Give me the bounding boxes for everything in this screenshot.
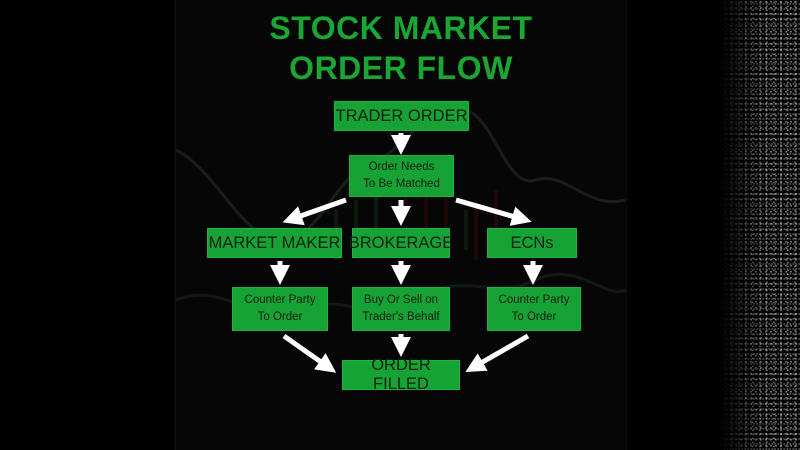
node-label: TRADER ORDER: [335, 106, 468, 125]
node-ecn-counter-party: Counter Party To Order: [487, 287, 581, 331]
node-label: ECNs: [510, 233, 554, 252]
node-label: MARKET MAKER: [208, 233, 341, 252]
node-order-needs-matched: Order Needs To Be Matched: [349, 155, 454, 197]
node-brokerage: BROKERAGE: [349, 228, 453, 258]
arrow-mm-counter-to-filled: [282, 333, 337, 373]
node-label-line-1: Counter Party: [244, 294, 316, 306]
node-market-maker: MARKET MAKER: [207, 228, 342, 258]
node-label-line-1: Counter Party: [498, 294, 570, 306]
title-line-2: ORDER FLOW: [289, 50, 513, 86]
noise-texture: [720, 0, 800, 450]
node-label-line-2: To Order: [257, 311, 303, 323]
node-order-filled: ORDER FILLED: [342, 356, 460, 393]
node-label-line-1: Buy Or Sell on: [363, 294, 439, 306]
node-label-line-1: Order Needs: [368, 161, 435, 173]
node-label: ORDER FILLED: [371, 356, 431, 393]
node-label-line-2: Trader's Behalf: [362, 311, 440, 323]
node-label-line-2: To Order: [511, 311, 557, 323]
node-trader-order: TRADER ORDER: [334, 101, 469, 131]
node-ecns: ECNs: [487, 228, 577, 258]
node-label-line-2: To Be Matched: [363, 178, 440, 190]
arrow-ecn-counter-to-filled: [465, 333, 530, 372]
arrow-match-to-market-maker: [282, 197, 347, 226]
arrows-layer: [270, 133, 543, 373]
arrow-match-to-ecns: [455, 197, 532, 226]
node-buy-or-sell: Buy Or Sell on Trader's Behalf: [352, 287, 450, 331]
node-mm-counter-party: Counter Party To Order: [232, 287, 328, 331]
title-line-1: STOCK MARKET: [269, 10, 533, 46]
node-label: BROKERAGE: [348, 233, 454, 252]
diagram-panel: STOCK MARKET ORDER FLOW TRADER ORDER Ord…: [175, 0, 627, 450]
